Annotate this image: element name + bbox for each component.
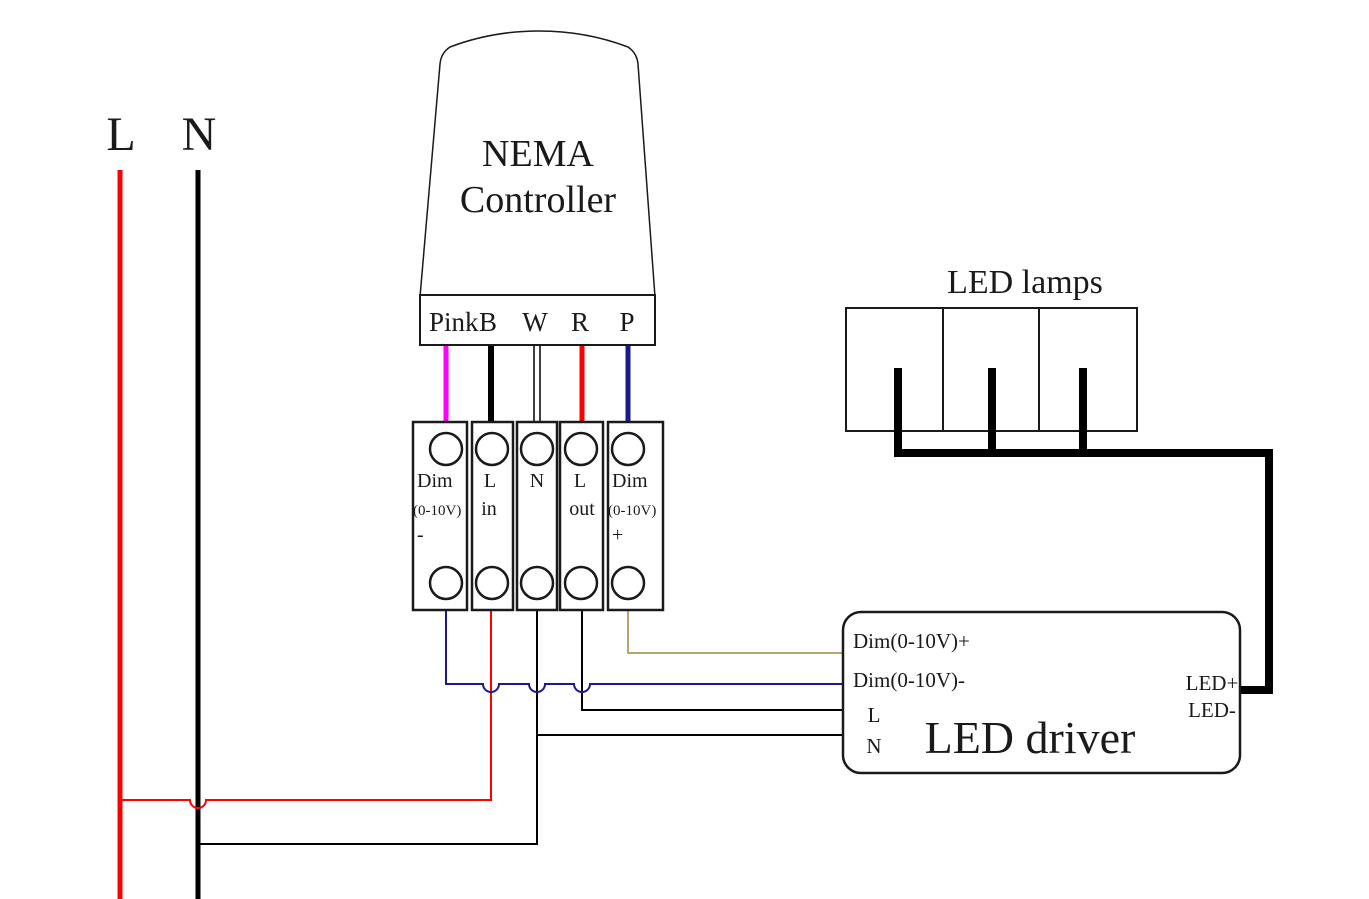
svg-text:(0-10V): (0-10V): [413, 503, 461, 519]
terminal-block-l-out: L out: [558, 420, 605, 612]
led-driver-title: LED driver: [925, 712, 1136, 763]
driver-dim-minus-label: Dim(0-10V)-: [853, 668, 965, 692]
svg-text:+: +: [612, 524, 623, 546]
controller-terminal-strip: [419, 294, 656, 346]
svg-text:Dim: Dim: [612, 470, 648, 492]
svg-text:L: L: [574, 470, 586, 492]
driver-l-label: L: [868, 703, 881, 727]
terminal-label-p: P: [619, 307, 634, 337]
nema-controller-body: [419, 30, 656, 298]
terminal-block-l-in: L in: [470, 420, 515, 612]
driver-led-plus-label: LED+: [1186, 671, 1239, 695]
terminal-label-r: R: [571, 307, 589, 337]
white-terminal-wire: [533, 345, 541, 430]
dim-minus-wire: [445, 610, 843, 693]
svg-text:in: in: [481, 498, 497, 520]
svg-text:Dim: Dim: [417, 470, 453, 492]
terminal-label-b: B: [479, 307, 497, 337]
driver-led-minus-label: LED-: [1188, 698, 1236, 722]
svg-text:-: -: [417, 524, 424, 546]
l-out-feed-wire: [581, 610, 843, 711]
svg-text:L: L: [484, 470, 496, 492]
driver-n-label: N: [866, 734, 881, 758]
led-lamps-title: LED lamps: [947, 264, 1103, 301]
driver-dim-plus-label: Dim(0-10V)+: [853, 629, 970, 653]
svg-text:N: N: [530, 470, 544, 492]
lamp-bus-wire: [894, 368, 1273, 694]
neutral-label: N: [182, 108, 217, 161]
svg-text:out: out: [569, 498, 595, 520]
terminal-label-w: W: [522, 307, 548, 337]
terminal-block-dim-minus: Dim (0-10V) -: [411, 420, 469, 612]
neutral-return-wire: [198, 610, 538, 845]
terminal-label-pink: Pink: [429, 307, 479, 337]
controller-title-line2: Controller: [460, 179, 617, 221]
led-driver-box: [841, 610, 1242, 775]
l-in-feed-wire: [122, 610, 492, 809]
controller-title-line1: NEMA: [482, 133, 594, 175]
dim-plus-wire: [627, 610, 843, 654]
svg-text:(0-10V): (0-10V): [608, 503, 656, 519]
terminal-block-dim-plus: Dim (0-10V) +: [606, 420, 665, 612]
led-driver: Dim(0-10V)+ Dim(0-10V)- L N LED driver L…: [841, 610, 1242, 775]
terminal-block-n: N: [515, 420, 559, 612]
lamp-box-3: [1038, 307, 1138, 432]
live-label: L: [106, 108, 135, 161]
